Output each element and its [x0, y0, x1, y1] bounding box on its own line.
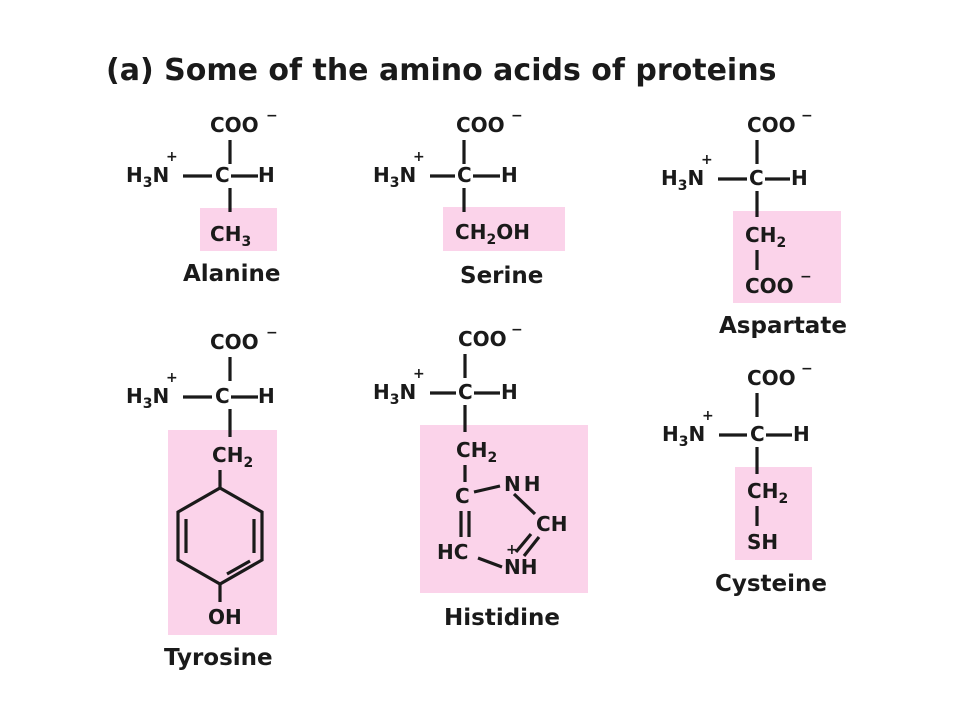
side-chain-highlight: [443, 207, 565, 251]
ring-double-bond-3: [226, 559, 251, 576]
amino-charge: +: [166, 370, 178, 386]
carboxylate-charge: −: [801, 361, 813, 377]
molecule-name: Aspartate: [719, 313, 847, 339]
carboxylate-charge: −: [801, 108, 813, 124]
alpha-hydrogen: H: [258, 384, 275, 408]
amino-group: H3N: [373, 163, 416, 191]
carboxylate-group: COO: [210, 113, 259, 137]
carboxylate-charge: −: [266, 325, 278, 341]
ring-carbon-4: C: [455, 484, 470, 508]
amino-group: H3N: [662, 422, 705, 450]
ring-double-bond-c2-n3-b: [514, 532, 533, 554]
side-chain-highlight: [200, 208, 277, 251]
side-chain-carboxylate: COO: [745, 274, 794, 298]
molecule-name: Alanine: [183, 261, 280, 287]
carboxylate-group: COO: [458, 327, 507, 351]
side-chain-highlight: [420, 425, 588, 593]
amino-group: H3N: [661, 166, 704, 194]
molecule-name: Tyrosine: [164, 645, 273, 671]
ring-bond-c4-n1: [473, 484, 501, 494]
side-chain-hydroxyl: OH: [208, 605, 242, 629]
figure-title: (a) Some of the amino acids of proteins: [106, 53, 776, 88]
ring-bond-c5-n3: [477, 556, 503, 569]
molecule-alanine: COO − H3N + C H CH3 Alanine: [126, 108, 280, 287]
amino-charge: +: [413, 149, 425, 165]
alpha-carbon: C: [749, 166, 764, 190]
molecule-tyrosine: COO − H3N + C H CH2 OH Tyrosine: [126, 325, 278, 671]
side-chain-charge: −: [800, 269, 812, 285]
side-chain-thiol: SH: [747, 530, 778, 554]
molecule-cysteine: COO − H3N + C H CH2 SH Cysteine: [662, 361, 827, 597]
carboxylate-group: COO: [747, 113, 796, 137]
side-chain-highlight: [733, 211, 841, 303]
amino-group: H3N: [126, 163, 169, 191]
alpha-carbon: C: [458, 380, 473, 404]
ring-charge: +: [506, 542, 518, 558]
alpha-carbon: C: [750, 422, 765, 446]
molecule-name: Cysteine: [715, 571, 827, 597]
ring-ch-2: CH: [536, 512, 567, 536]
molecule-serine: COO − H3N + C H CH2OH Serine: [373, 108, 565, 289]
side-chain-ch2oh: CH2OH: [455, 220, 530, 248]
alpha-carbon: C: [215, 163, 230, 187]
alpha-hydrogen: H: [791, 166, 808, 190]
side-chain-ch2: CH2: [745, 223, 786, 251]
amino-charge: +: [701, 152, 713, 168]
amino-charge: +: [413, 366, 425, 382]
side-chain-highlight: [735, 467, 812, 560]
carboxylate-group: COO: [210, 330, 259, 354]
molecule-name: Serine: [460, 263, 543, 289]
ring-bond-n1-c2: [512, 492, 537, 516]
amino-charge: +: [702, 408, 714, 424]
side-chain-ch2: CH2: [212, 443, 253, 471]
ring-ch-5: HC: [437, 540, 468, 564]
amino-group: H3N: [373, 380, 416, 408]
amino-group: H3N: [126, 384, 169, 412]
amino-charge: +: [166, 149, 178, 165]
ring-double-bond-c2-n3-a: [522, 536, 541, 557]
side-chain-ch3: CH3: [210, 222, 251, 250]
alpha-hydrogen: H: [258, 163, 275, 187]
ring-nh-3: NH: [504, 555, 538, 579]
carboxylate-group: COO: [456, 113, 505, 137]
alpha-hydrogen: H: [501, 163, 518, 187]
alpha-hydrogen: H: [501, 380, 518, 404]
alpha-carbon: C: [457, 163, 472, 187]
molecule-aspartate: COO − H3N + C H CH2 COO − Aspartate: [661, 108, 847, 339]
carboxylate-charge: −: [511, 322, 523, 338]
alpha-hydrogen: H: [793, 422, 810, 446]
side-chain-ch2: CH2: [747, 479, 788, 507]
carboxylate-group: COO: [747, 366, 796, 390]
carboxylate-charge: −: [511, 108, 523, 124]
molecule-name: Histidine: [444, 605, 560, 631]
side-chain-ch2: CH2: [456, 438, 497, 466]
carboxylate-charge: −: [266, 108, 278, 124]
alpha-carbon: C: [215, 384, 230, 408]
